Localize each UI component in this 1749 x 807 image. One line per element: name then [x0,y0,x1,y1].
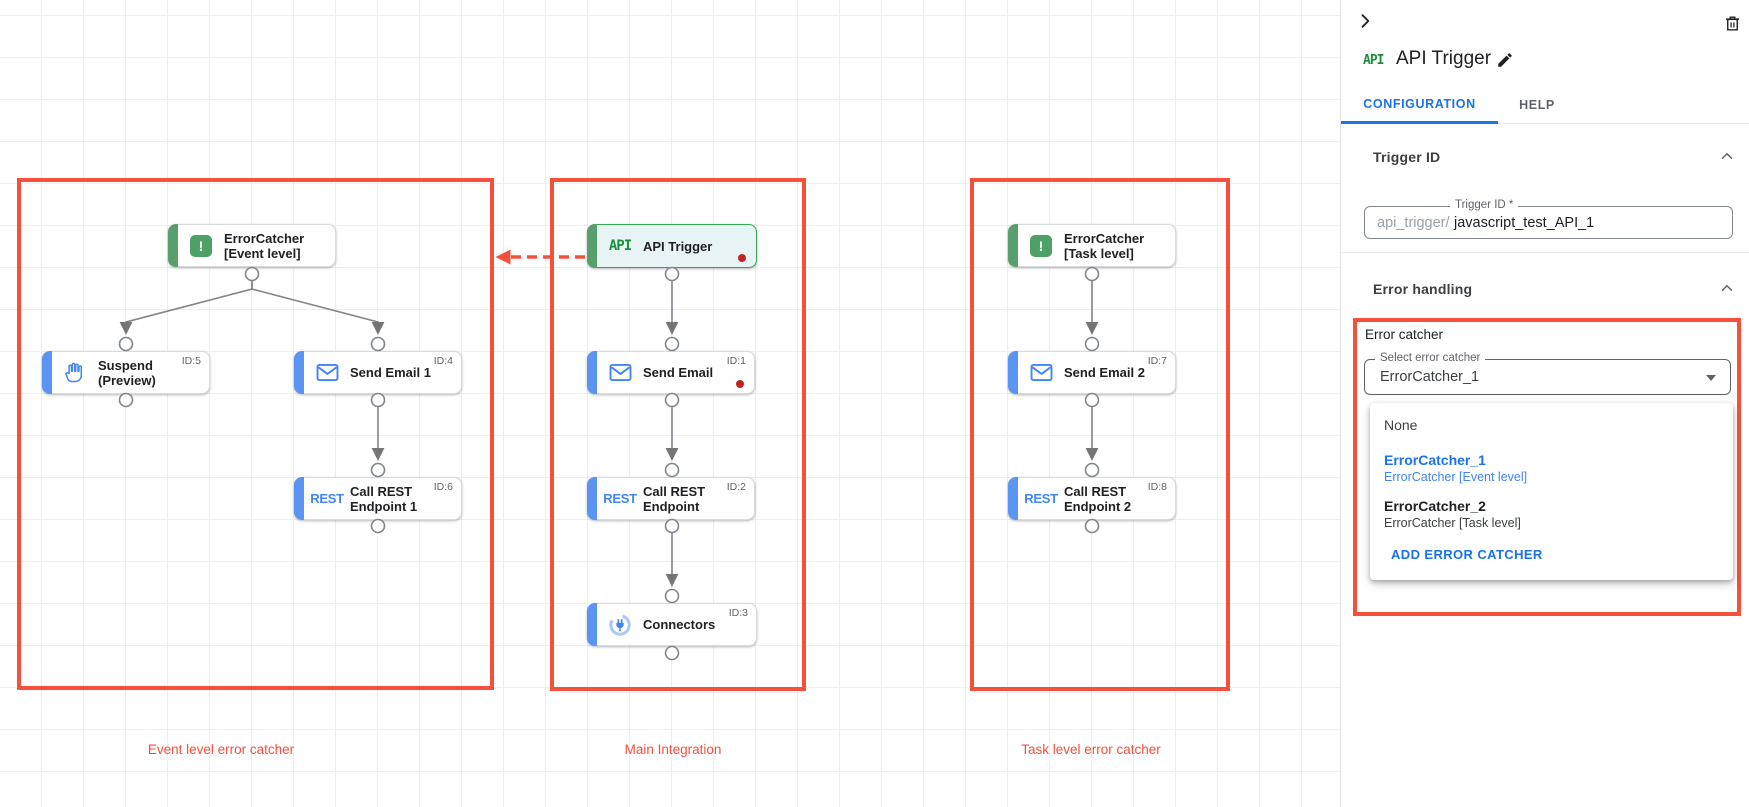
node-accent-bar [587,603,597,646]
node-id-badge: ID:1 [726,355,746,367]
dropdown-arrow-icon [1706,375,1716,381]
node-id-badge: ID:8 [1147,481,1167,493]
node-label: ErrorCatcher[Task level] [1064,230,1145,261]
panel-title: API Trigger [1396,48,1492,69]
error-catcher-highlight-frame: Error catcher Select error catcher Error… [1353,318,1741,616]
node-accent-bar [587,224,597,268]
select-error-catcher-value: ErrorCatcher_1 [1380,369,1480,385]
node-suspend-preview[interactable]: Suspend(Preview) ID:5 [42,351,210,394]
rest-icon: REST [603,491,637,506]
mail-icon [1028,363,1054,382]
rest-icon: REST [1024,491,1058,506]
node-send-email-2[interactable]: Send Email 2 ID:7 [1008,351,1176,394]
rest-icon: REST [310,491,344,506]
group-box-main-integration [550,178,806,691]
node-id-badge: ID:6 [433,481,453,493]
node-label: ErrorCatcher[Event level] [224,230,305,261]
pencil-icon [1498,53,1512,67]
node-accent-bar [1008,351,1018,394]
node-label: API Trigger [643,238,713,254]
node-accent-bar [587,477,597,520]
collapse-section-icon[interactable] [1718,279,1736,297]
node-label: Send Email [643,365,714,380]
node-label: Connectors [643,617,716,632]
mail-icon [314,363,340,382]
error-catcher-icon: ! [188,234,214,257]
trigger-id-field-label: Trigger ID * [1450,199,1519,211]
edit-title-button[interactable] [1493,48,1517,72]
error-catcher-icon: ! [1028,234,1054,257]
error-indicator-dot [736,380,744,388]
node-label: Send Email 1 [350,365,431,380]
node-id-badge: ID:5 [181,355,201,367]
node-errorcatcher-task-level[interactable]: ! ErrorCatcher[Task level] [1008,224,1176,267]
node-connectors[interactable]: Connectors ID:3 [587,603,757,646]
node-label: Suspend(Preview) [98,357,156,388]
node-accent-bar [1008,477,1018,520]
tab-configuration[interactable]: CONFIGURATION [1341,86,1498,124]
collapse-panel-button[interactable] [1353,9,1377,33]
hand-icon [62,361,88,385]
trigger-id-value: javascript_test_API_1 [1454,215,1595,231]
node-id-badge: ID:2 [726,481,746,493]
node-accent-bar [42,351,52,394]
dropdown-option-errorcatcher-1[interactable]: ErrorCatcher_1 ErrorCatcher [Event level… [1384,452,1528,484]
section-trigger-id: Trigger ID [1373,149,1441,165]
panel-tabs: CONFIGURATION HELP [1341,86,1749,124]
node-send-email[interactable]: Send Email ID:1 [587,351,755,394]
api-trigger-icon: API [1363,53,1385,68]
node-id-badge: ID:4 [433,355,453,367]
node-accent-bar [168,224,178,267]
dropdown-option-errorcatcher-2[interactable]: ErrorCatcher_2 ErrorCatcher [Task level] [1384,498,1521,530]
caption-event-level: Event level error catcher [147,742,295,757]
section-divider [1341,252,1749,253]
node-api-trigger[interactable]: API API Trigger [587,224,757,268]
api-icon: API [608,238,632,254]
config-side-panel: API API Trigger CONFIGURATION HELP Trigg… [1340,0,1749,807]
trigger-id-field-content: api_trigger/ javascript_test_API_1 [1377,214,1594,232]
dropdown-option-none[interactable]: None [1384,417,1418,433]
node-accent-bar [294,477,304,520]
node-accent-bar [587,351,597,394]
tab-help[interactable]: HELP [1519,98,1555,112]
connectors-icon [607,612,633,638]
chevron-right-icon [1361,14,1370,28]
node-label: Send Email 2 [1064,365,1145,380]
error-catcher-select[interactable]: Select error catcher ErrorCatcher_1 [1364,352,1731,395]
node-send-email-1[interactable]: Send Email 1 ID:4 [294,351,462,394]
trigger-id-prefix: api_trigger/ [1377,215,1450,231]
mail-icon [607,363,633,382]
trigger-id-field[interactable]: Trigger ID * api_trigger/ javascript_tes… [1364,199,1733,239]
workflow-canvas[interactable]: Event level error catcher Main Integrati… [0,0,1340,807]
trash-icon [1725,15,1739,31]
collapse-section-icon[interactable] [1718,147,1736,165]
error-catcher-label: Error catcher [1365,327,1444,342]
node-errorcatcher-event-level[interactable]: ! ErrorCatcher[Event level] [168,224,336,267]
group-box-task-level [970,178,1230,691]
node-id-badge: ID:3 [728,607,748,619]
delete-trigger-button[interactable] [1720,11,1744,35]
section-error-handling: Error handling [1373,281,1473,297]
add-error-catcher-button[interactable]: ADD ERROR CATCHER [1391,547,1543,562]
node-accent-bar [294,351,304,394]
select-error-catcher-label: Select error catcher [1375,352,1486,364]
caption-main-integration: Main Integration [624,742,722,757]
caption-task-level: Task level error catcher [1021,742,1161,757]
group-box-event-level [17,178,494,690]
error-catcher-dropdown-menu: None ErrorCatcher_1 ErrorCatcher [Event … [1370,403,1733,580]
node-accent-bar [1008,224,1018,267]
node-id-badge: ID:7 [1147,355,1167,367]
error-indicator-dot [738,254,746,262]
